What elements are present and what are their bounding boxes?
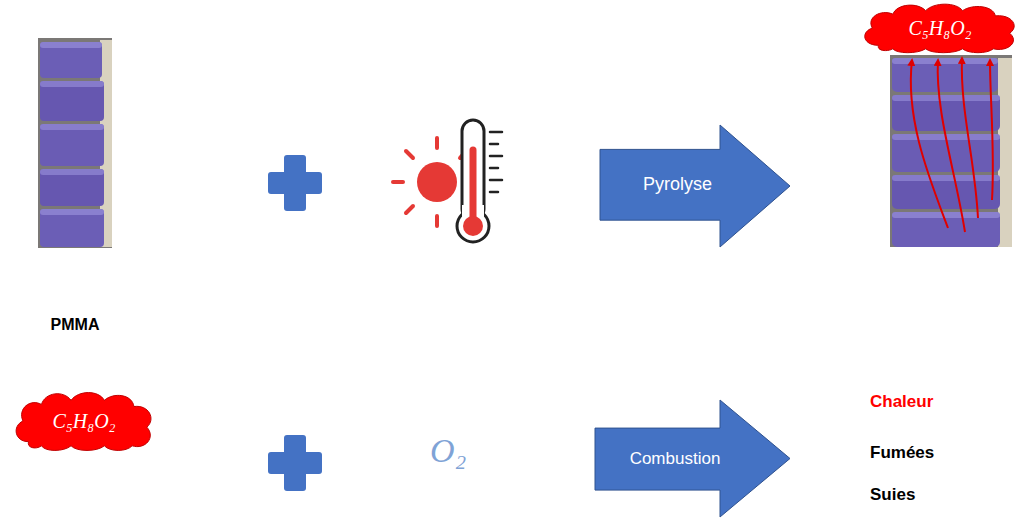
- gas-cloud: C₅H₈O₂: [10, 390, 158, 452]
- vapour-arrows: [911, 58, 993, 232]
- pmma-photo: [38, 38, 112, 248]
- product-label: Chaleur: [870, 392, 933, 412]
- gas-cloud: C₅H₈O₂: [858, 2, 1022, 54]
- material-label: PMMA: [51, 316, 100, 334]
- pmma-photo: [890, 55, 1012, 247]
- cloud-outline: [16, 393, 151, 451]
- formula-label: C₅H₈O₂: [908, 17, 971, 40]
- arrow-outline: [600, 125, 790, 247]
- plus-sign: [268, 435, 322, 491]
- process-arrow: Pyrolyse: [600, 125, 790, 247]
- arrow-outline: [595, 400, 790, 517]
- vapour-arrow: [938, 60, 965, 232]
- product-label: Fumées: [870, 443, 934, 463]
- arrow-label: Pyrolyse: [643, 174, 712, 195]
- vapour-arrow: [990, 60, 993, 200]
- plus-sign: [268, 155, 322, 211]
- formula-label: C₅H₈O₂: [52, 410, 115, 433]
- oxygen-label: O₂: [430, 432, 466, 470]
- vapour-arrow: [962, 58, 978, 218]
- product-label: Suies: [870, 485, 915, 505]
- vapour-arrow: [911, 60, 948, 228]
- process-arrow: Combustion: [595, 400, 790, 517]
- heat-icon: [393, 120, 502, 242]
- arrow-label: Combustion: [630, 449, 721, 469]
- cloud-outline: [865, 4, 1014, 53]
